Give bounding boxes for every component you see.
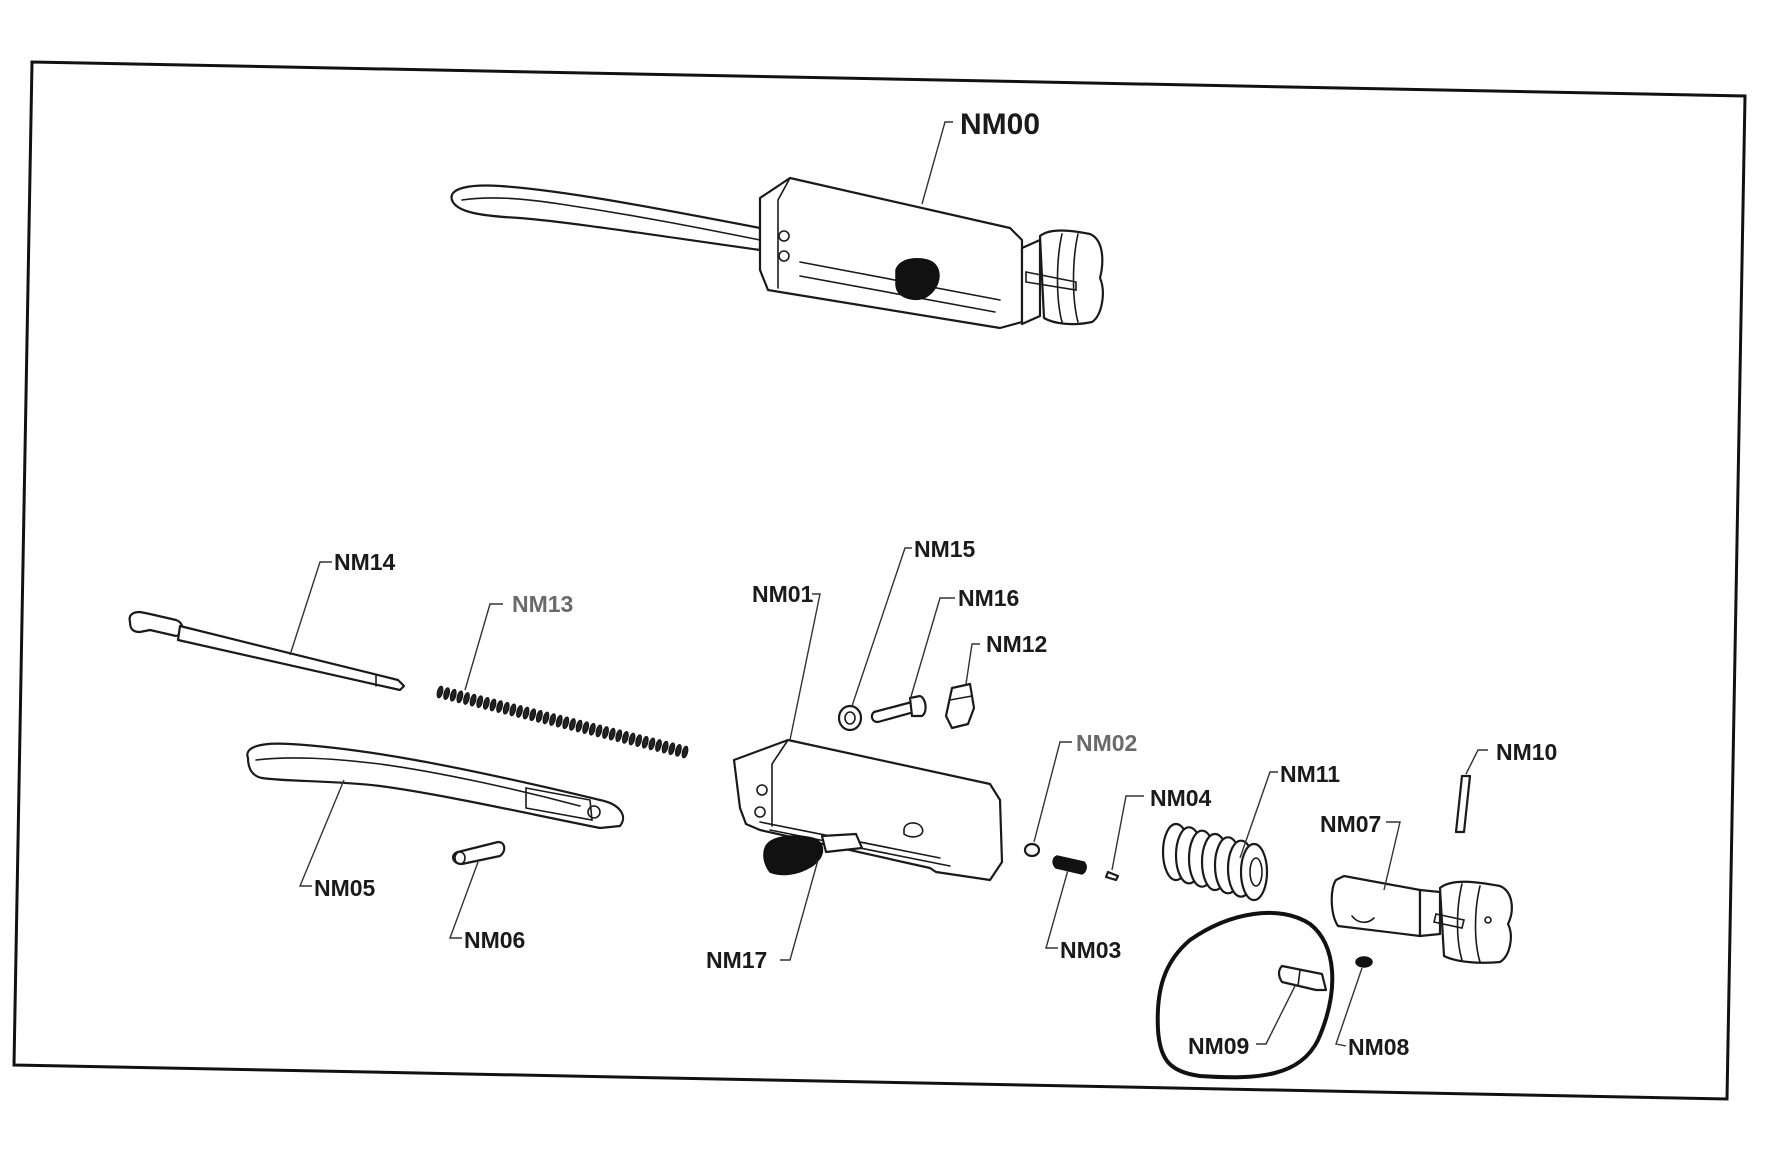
spring-coil	[681, 745, 689, 759]
part-nm04-pin[interactable]	[1104, 870, 1120, 882]
spring-coil	[516, 705, 523, 718]
spring-coil	[449, 688, 457, 702]
label-nm05: NM05	[314, 875, 376, 901]
spring-coil	[648, 737, 656, 751]
spring-coil	[542, 711, 550, 725]
spring-coil	[502, 701, 510, 715]
spring-coil	[522, 706, 530, 720]
leader-nm03	[1045, 869, 1069, 949]
leader-nm06	[448, 861, 479, 939]
leader-nm12	[965, 643, 980, 685]
leader-nm11	[1239, 771, 1278, 859]
leader-nm17	[780, 859, 819, 961]
spring-coil	[582, 721, 590, 735]
leader-nm05	[298, 779, 345, 887]
part-nm03-spring[interactable]	[1052, 855, 1087, 875]
leader-nm15	[851, 547, 912, 707]
leader-nm02	[1033, 741, 1072, 843]
spring-coil	[476, 695, 484, 709]
label-nm01: NM01	[752, 581, 814, 607]
label-nm07: NM07	[1320, 811, 1381, 837]
spring-bore	[1249, 857, 1263, 887]
part-nm07-bolt-head[interactable]	[1330, 874, 1513, 964]
spring-coil	[635, 734, 643, 748]
label-nm02: NM02	[1076, 730, 1137, 756]
spring-coil	[641, 735, 649, 749]
label-nm06: NM06	[464, 927, 525, 953]
spring-coil	[496, 700, 504, 713]
spring-coil	[569, 718, 576, 731]
label-nm12: NM12	[986, 631, 1047, 657]
part-nm02-plug[interactable]	[1023, 842, 1041, 858]
diagram-frame	[12, 60, 1747, 1101]
spring-coil	[602, 726, 609, 739]
nm00-knob-icon	[895, 257, 940, 300]
spring-coil	[1239, 842, 1269, 902]
spring-coil	[615, 729, 623, 743]
leader-nm14	[289, 561, 332, 656]
spring-coil	[621, 731, 629, 744]
label-nm09: NM09	[1188, 1033, 1249, 1059]
label-nm15: NM15	[914, 536, 976, 562]
part-nm00-assembly[interactable]	[450, 176, 1104, 330]
label-nm04: NM04	[1150, 785, 1212, 811]
spring-coil	[529, 708, 537, 722]
spring-coil	[595, 724, 603, 738]
spring-coil	[655, 739, 662, 752]
leader-nm00	[921, 121, 953, 205]
part-nm06-pin[interactable]	[452, 840, 506, 866]
spring-coil	[489, 698, 497, 712]
part-nm13-spring[interactable]	[436, 685, 689, 759]
label-nm08: NM08	[1348, 1034, 1410, 1060]
spring-coil	[608, 727, 616, 741]
label-nm10: NM10	[1496, 739, 1557, 765]
leader-nm01	[789, 593, 821, 741]
part-nm11-coil-spring[interactable]	[1161, 822, 1269, 902]
spring-coil	[661, 740, 669, 754]
part-nm05-lever[interactable]	[246, 742, 625, 830]
part-nm09-extractor[interactable]	[1277, 964, 1328, 992]
label-nm13: NM13	[512, 591, 573, 617]
spring-coil	[562, 716, 570, 730]
leader-nm04	[1111, 795, 1144, 871]
spring-coil	[549, 713, 556, 726]
spring-coil	[463, 692, 470, 705]
leader-nm13	[464, 603, 503, 691]
leader-nm08	[1335, 967, 1363, 1047]
label-nm14: NM14	[334, 549, 396, 575]
label-nm17: NM17	[706, 947, 767, 973]
spring-coil	[436, 685, 444, 699]
part-nm08-insert[interactable]	[1355, 956, 1373, 968]
leader-nm09	[1256, 983, 1297, 1045]
spring-coil	[456, 690, 464, 704]
label-nm03: NM03	[1060, 937, 1121, 963]
spring-coil	[555, 714, 563, 728]
spring-coil	[509, 703, 517, 717]
label-nm16: NM16	[958, 585, 1019, 611]
spring-coil	[628, 732, 636, 746]
spring-coil	[469, 693, 477, 707]
part-nm14-firing-pin[interactable]	[128, 610, 406, 692]
leader-nm16	[909, 597, 955, 701]
highlight-circle-nm09	[1155, 911, 1335, 1080]
leader-nm07	[1383, 821, 1401, 891]
spring-coil	[575, 719, 583, 733]
label-nm11: NM11	[1280, 761, 1340, 787]
label-nm00: NM00	[960, 108, 1040, 141]
part-nm16-screw[interactable]	[870, 694, 927, 724]
spring-coil	[588, 722, 596, 736]
leader-nm10	[1465, 749, 1488, 775]
spring-coil	[674, 744, 682, 757]
spring-coil	[668, 742, 676, 756]
part-nm10-pin[interactable]	[1454, 774, 1472, 834]
spring-coil	[443, 687, 451, 700]
part-nm15-washer[interactable]	[837, 704, 863, 732]
part-nm17-knob[interactable]	[763, 832, 864, 876]
part-nm12-bushing[interactable]	[944, 682, 976, 730]
spring-coil	[482, 696, 490, 710]
spring-coil	[535, 709, 543, 723]
